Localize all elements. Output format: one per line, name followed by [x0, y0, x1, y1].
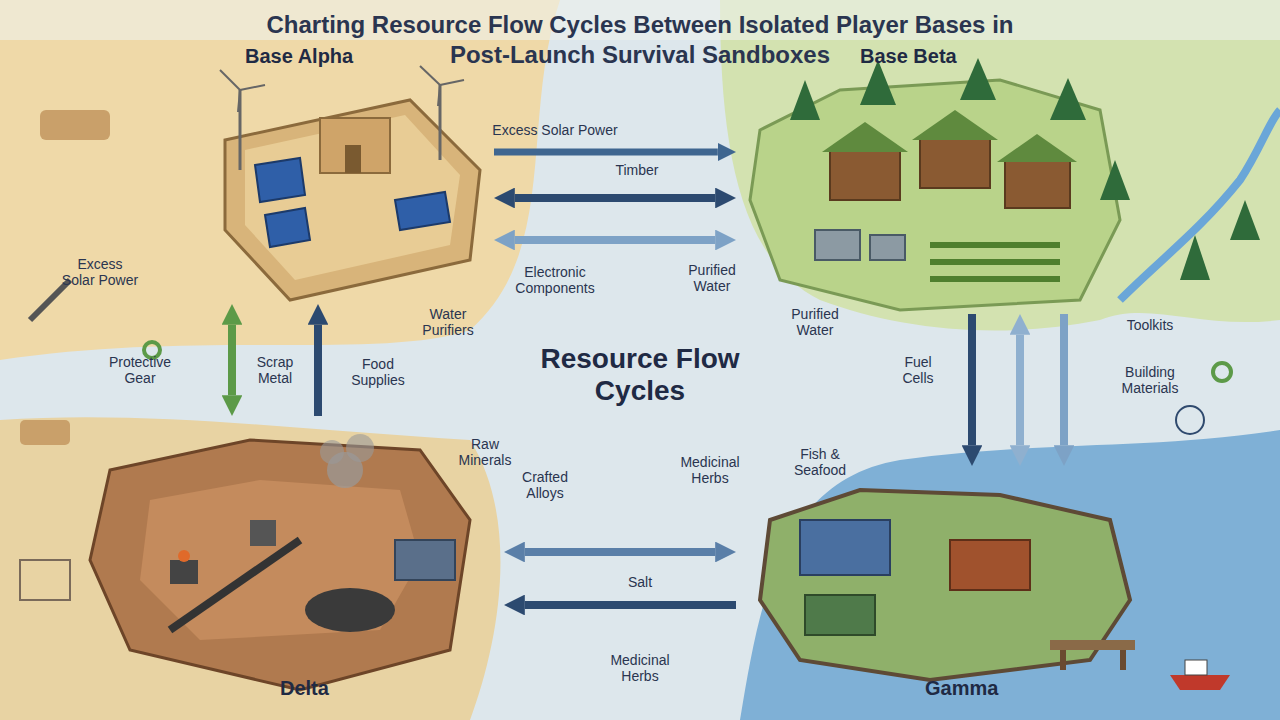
flow-label: Excess Solar Power	[492, 122, 617, 138]
base-region: Base Beta	[740, 40, 1120, 310]
flow-arrow	[228, 325, 236, 395]
region-label: Crafted Alloys	[510, 469, 580, 501]
region-label: Resource Flow Cycles	[520, 343, 760, 407]
base-name: Base Alpha	[245, 45, 490, 68]
flow-label: Food Supplies	[343, 356, 413, 388]
region-label: Raw Minerals	[450, 436, 520, 468]
flow-arrow	[525, 601, 736, 609]
base-region: Delta	[60, 420, 500, 710]
region-label: Protective Gear	[100, 354, 180, 386]
region-label: Building Materials	[1110, 364, 1190, 396]
region-label: Toolkits	[1127, 317, 1174, 333]
flow-label: Salt	[628, 574, 652, 590]
base-name: Delta	[280, 677, 500, 700]
base-region: Base Alpha	[190, 40, 490, 300]
region-label: Water Purifiers	[408, 306, 488, 338]
region-label: Fish & Seafood	[785, 446, 855, 478]
base-name: Gamma	[925, 677, 1150, 700]
flow-arrow	[314, 325, 322, 416]
flow-label: Electronic Components	[505, 264, 605, 296]
region-label: Excess Solar Power	[60, 256, 140, 288]
flow-arrow	[1060, 314, 1068, 445]
base-region: Gamma	[740, 470, 1150, 710]
flow-label: Fuel Cells	[896, 354, 941, 386]
flow-arrow	[525, 548, 715, 556]
flow-arrow	[1016, 335, 1024, 445]
region-label: Purified Water	[780, 306, 850, 338]
flow-arrow	[515, 236, 715, 244]
flow-label: Scrap Metal	[250, 354, 300, 386]
region-label: Medicinal Herbs	[670, 454, 750, 486]
flow-arrow	[515, 194, 715, 202]
region-label: Medicinal Herbs	[600, 652, 680, 684]
flow-label: Timber	[615, 162, 658, 178]
base-name: Base Beta	[860, 45, 1120, 68]
flow-arrow	[968, 314, 976, 445]
flow-arrow	[494, 149, 718, 156]
region-label: Purified Water	[677, 262, 747, 294]
